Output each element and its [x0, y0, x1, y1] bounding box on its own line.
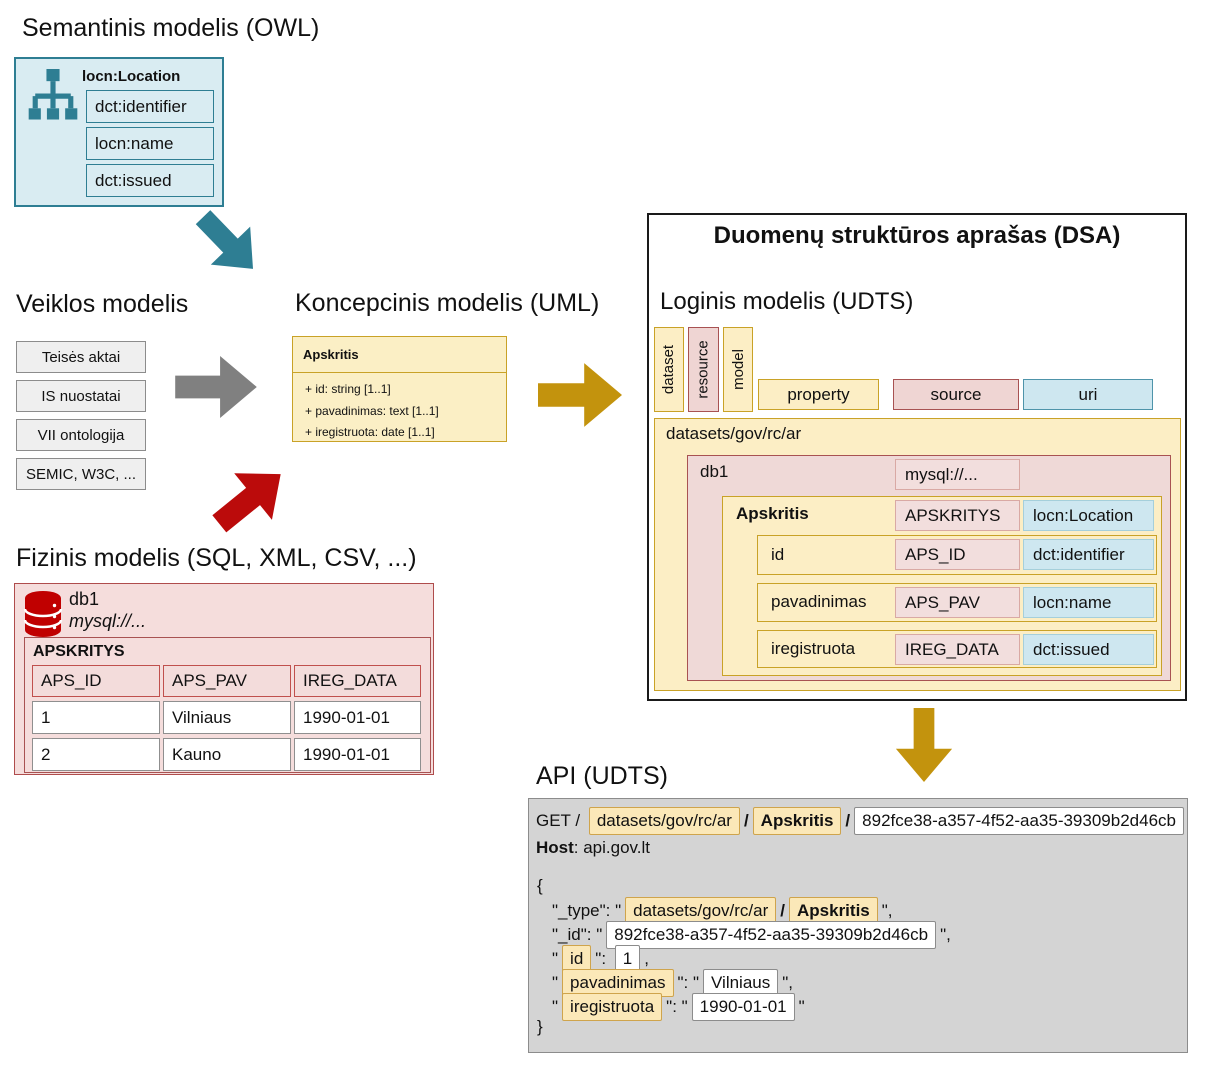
dim-label-model: model: [723, 327, 753, 412]
json-uuid-chip: 892fce38-a357-4f52-aa35-39309b2d46cb: [606, 921, 937, 949]
json-prop-ireg-line: "iregistruota": "1990-01-01": [552, 993, 805, 1021]
model-name: Apskritis: [736, 504, 809, 523]
api-host-line: Host: api.gov.lt: [536, 838, 651, 857]
business-item: VII ontologija: [16, 419, 146, 451]
table-cell: Vilniaus: [163, 701, 291, 734]
physical-db-uri: mysql://...: [69, 611, 147, 631]
uml-attribute: + iregistruota: date [1..1]: [305, 425, 435, 439]
column-header: IREG_DATA: [294, 665, 421, 697]
table-cell: 1990-01-01: [294, 738, 421, 771]
conceptual-model-title: Koncepcinis modelis (UML): [295, 289, 600, 317]
dsa-title: Duomenų struktūros aprašas (DSA): [713, 222, 1121, 249]
dim-label-dataset: dataset: [654, 327, 684, 412]
api-slash: /: [845, 811, 851, 830]
dsa-subtitle: Loginis modelis (UDTS): [660, 288, 914, 315]
header-source: source: [893, 379, 1019, 410]
api-path-chip: datasets/gov/rc/ar: [588, 807, 740, 835]
uml-class-name: Apskritis: [293, 337, 506, 373]
json-open-brace: {: [537, 876, 543, 895]
table-cell: 1990-01-01: [294, 701, 421, 734]
property-source-cell: APS_PAV: [895, 587, 1020, 618]
header-uri: uri: [1023, 379, 1153, 410]
property-source-cell: IREG_DATA: [895, 634, 1020, 665]
dim-label-resource: resource: [688, 327, 719, 412]
resource-name: db1: [700, 462, 729, 481]
conceptual-to-dsa-arrow-icon: [538, 363, 622, 427]
physical-db-name: db1: [69, 589, 100, 609]
column-header: APS_ID: [32, 665, 160, 697]
business-to-conceptual-arrow-icon: [175, 356, 257, 418]
json-key-iregistruota-chip: iregistruota: [562, 993, 663, 1021]
physical-model-title: Fizinis modelis (SQL, XML, CSV, ...): [16, 544, 417, 572]
semantic-model-title: Semantinis modelis (OWL): [22, 14, 320, 42]
api-title: API (UDTS): [536, 762, 668, 790]
api-model-chip: Apskritis: [752, 807, 842, 835]
column-header: APS_PAV: [163, 665, 291, 697]
header-property: property: [758, 379, 879, 410]
dataset-path: datasets/gov/rc/ar: [666, 424, 802, 443]
json-close-brace: }: [537, 1017, 543, 1036]
table-cell: 1: [32, 701, 160, 734]
api-method: GET /: [536, 811, 585, 830]
json-prop-pav-line: "pavadinimas": "Vilniaus",: [552, 969, 793, 997]
physical-table-box: APSKRITYS APS_ID APS_PAV IREG_DATA 1 Vil…: [24, 637, 431, 773]
json-val-pavadinimas-chip: Vilniaus: [703, 969, 779, 997]
uml-attribute: + id: string [1..1]: [305, 382, 391, 396]
owl-property: dct:identifier: [86, 90, 214, 123]
property-uri-cell: dct:identifier: [1023, 539, 1154, 570]
property-uri-cell: dct:issued: [1023, 634, 1154, 665]
business-model-title: Veiklos modelis: [16, 290, 189, 318]
json-val-iregistruota-chip: 1990-01-01: [691, 993, 795, 1021]
owl-property: locn:name: [86, 127, 214, 160]
json-type-model-chip: Apskritis: [789, 897, 878, 925]
database-icon: [23, 591, 63, 637]
api-uuid-chip: 892fce38-a357-4f52-aa35-39309b2d46cb: [854, 807, 1184, 835]
physical-to-conceptual-arrow-icon: [212, 473, 281, 533]
ontology-tree-icon: [28, 69, 78, 120]
resource-source-cell: mysql://...: [895, 459, 1020, 490]
property-name: pavadinimas: [771, 592, 867, 611]
model-uri-cell: locn:Location: [1023, 500, 1154, 531]
business-item: SEMIC, W3C, ...: [16, 458, 146, 490]
semantic-to-conceptual-arrow-icon: [195, 210, 254, 269]
json-key-pavadinimas-chip: pavadinimas: [562, 969, 674, 997]
property-source-cell: APS_ID: [895, 539, 1020, 570]
physical-model-box: db1 mysql://... APSKRITYS APS_ID APS_PAV…: [14, 583, 434, 775]
model-source-cell: APSKRITYS: [895, 500, 1020, 531]
business-item: Teisės aktai: [16, 341, 146, 373]
property-name: id: [771, 545, 785, 564]
json-id-line: "_id": "892fce38-a357-4f52-aa35-39309b2d…: [552, 921, 951, 949]
physical-table-name: APSKRITYS: [33, 643, 125, 660]
owl-property: dct:issued: [86, 164, 214, 197]
api-request-line: GET / datasets/gov/rc/ar/Apskritis/892fc…: [536, 807, 1188, 835]
dsa-to-api-arrow-icon: [895, 708, 953, 782]
table-cell: 2: [32, 738, 160, 771]
business-item: IS nuostatai: [16, 380, 146, 412]
uml-class-box: Apskritis + id: string [1..1] + pavadini…: [292, 336, 507, 442]
property-uri-cell: locn:name: [1023, 587, 1154, 618]
uml-attribute: + pavadinimas: text [1..1]: [305, 404, 439, 418]
api-slash: /: [743, 811, 749, 830]
owl-class-name: locn:Location: [82, 68, 181, 85]
semantic-model-box: locn:Location dct:identifier locn:name d…: [14, 57, 224, 207]
table-cell: Kauno: [163, 738, 291, 771]
property-name: iregistruota: [771, 639, 856, 658]
